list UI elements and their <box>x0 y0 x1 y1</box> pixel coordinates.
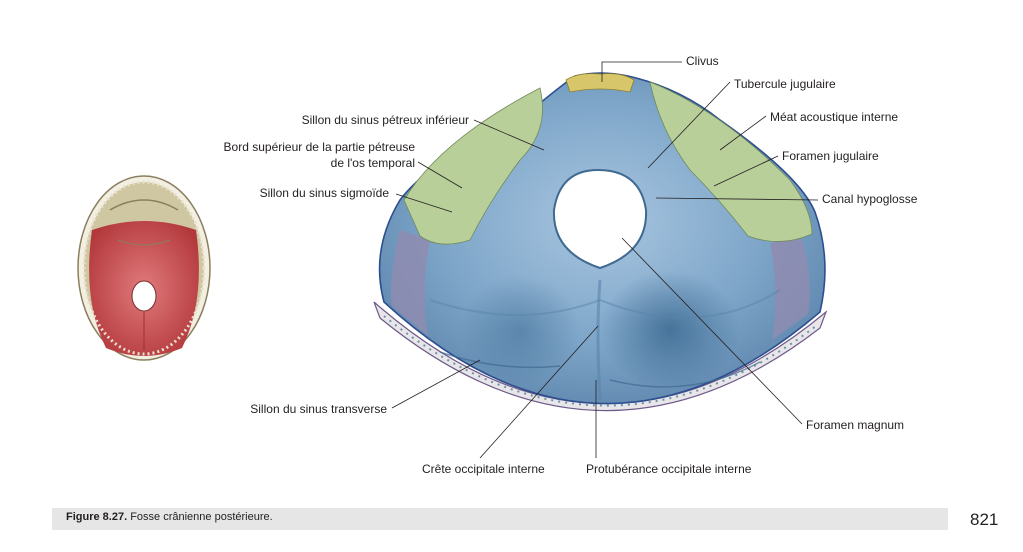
label-meat-acoustique-interne: Méat acoustique interne <box>770 110 899 124</box>
label-canal-hypoglosse: Canal hypoglosse <box>822 192 918 206</box>
figure-caption: Figure 8.27. Fosse crânienne postérieure… <box>66 511 273 523</box>
label-bord-superieur-line1: Bord supérieur de la partie pétreuse <box>223 140 415 154</box>
skull-thumbnail <box>77 175 211 361</box>
leader-lines <box>391 61 819 459</box>
label-tubercule-jugulaire: Tubercule jugulaire <box>734 77 836 91</box>
figure-title: Fosse crânienne postérieure. <box>130 511 273 523</box>
left-petrous-part <box>403 87 543 245</box>
label-foramen-magnum: Foramen magnum <box>806 418 905 432</box>
label-sillon-sinus-petreux: Sillon du sinus pétreux inférieur <box>301 113 469 127</box>
label-sillon-sinus-sigmoide: Sillon du sinus sigmoïde <box>259 186 389 200</box>
page-number: 821 <box>970 510 999 529</box>
label-protuberance-occipitale-interne: Protubérance occipitale interne <box>586 462 752 476</box>
label-bord-superieur-line2: de l'os temporal <box>330 156 415 170</box>
right-petrous-part <box>649 81 813 242</box>
label-clivus: Clivus <box>686 54 719 68</box>
clivus-region <box>565 73 635 93</box>
figure-number: Figure 8.27. <box>66 511 128 523</box>
foramen-magnum-opening <box>552 168 648 270</box>
left-side-region <box>391 230 430 336</box>
label-crete-occipitale-interne: Crête occipitale interne <box>422 462 545 476</box>
label-foramen-jugulaire: Foramen jugulaire <box>782 149 879 163</box>
caption-bar <box>52 508 948 530</box>
right-side-region <box>770 232 810 340</box>
label-sillon-sinus-transverse: Sillon du sinus transverse <box>250 402 387 416</box>
bone-cut-rim <box>373 301 828 412</box>
